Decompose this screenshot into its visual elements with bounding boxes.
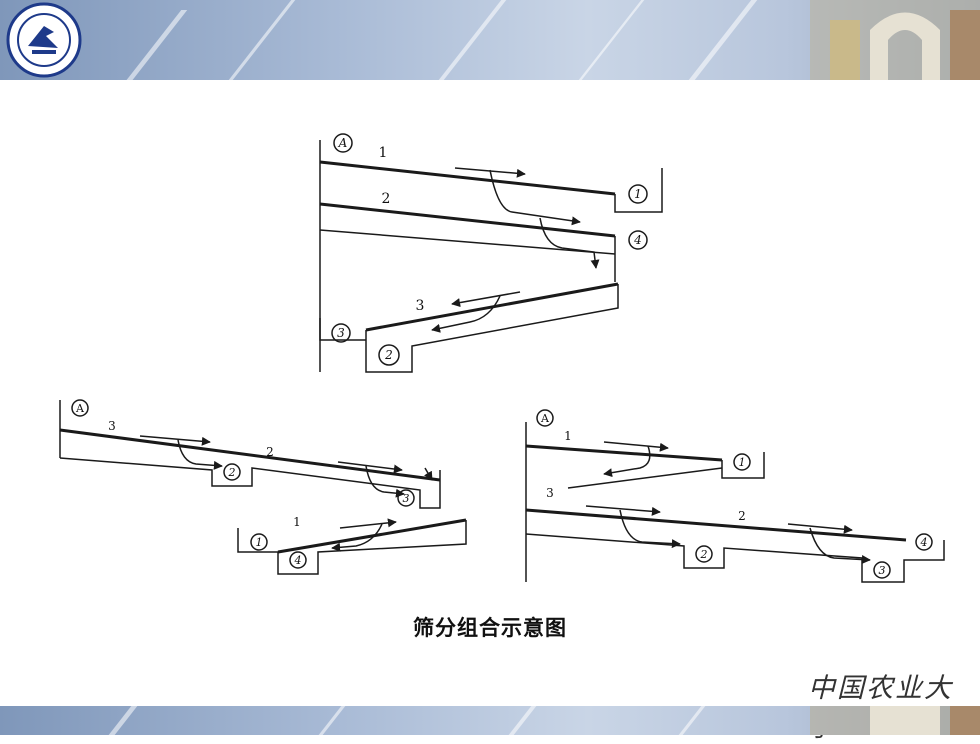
campus-building-icon — [810, 706, 980, 735]
campus-gate-icon — [810, 0, 980, 80]
top-screen-label-1: 1 — [379, 145, 388, 161]
br-outlet-label-3: 3 — [879, 564, 886, 577]
br-screen-label-2: 3 — [546, 486, 554, 500]
diagram-bottom-right — [525, 409, 945, 583]
br-screen-label-1: 1 — [564, 429, 572, 443]
bl-feed-label: A — [75, 402, 85, 415]
figure-caption: 筛分组合示意图 — [413, 616, 567, 640]
footer-banner — [0, 706, 980, 735]
bl-outlet-label-1: 2 — [228, 466, 236, 479]
bl-screen-label-2: 2 — [266, 445, 274, 459]
top-outlet-label-4: 2 — [384, 348, 393, 362]
diagram-bottom-left — [59, 399, 467, 575]
top-outlet-label-3: 3 — [337, 326, 345, 340]
header-banner — [0, 0, 980, 80]
university-emblem-icon — [6, 2, 82, 78]
bl-screen-label-1: 3 — [108, 419, 116, 433]
bl-screen-label-3: 1 — [293, 515, 301, 529]
top-outlet-label-2: 4 — [633, 233, 642, 247]
bl-outlet-label-3: 1 — [256, 536, 263, 549]
br-outlet-label-1: 1 — [739, 456, 746, 469]
br-outlet-label-4: 4 — [920, 536, 928, 549]
bl-outlet-label-2: 3 — [403, 492, 410, 505]
top-screen-label-3: 3 — [416, 298, 425, 314]
br-outlet-label-2: 2 — [700, 548, 708, 561]
top-screen-label-2: 2 — [382, 191, 391, 207]
br-feed-label: A — [540, 412, 550, 425]
top-feed-label: A — [338, 136, 348, 150]
top-outlet-label-1: 1 — [634, 187, 642, 201]
bl-outlet-label-4: 4 — [294, 554, 302, 567]
diagram-top — [319, 133, 663, 373]
br-screen-label-3: 2 — [738, 509, 746, 523]
